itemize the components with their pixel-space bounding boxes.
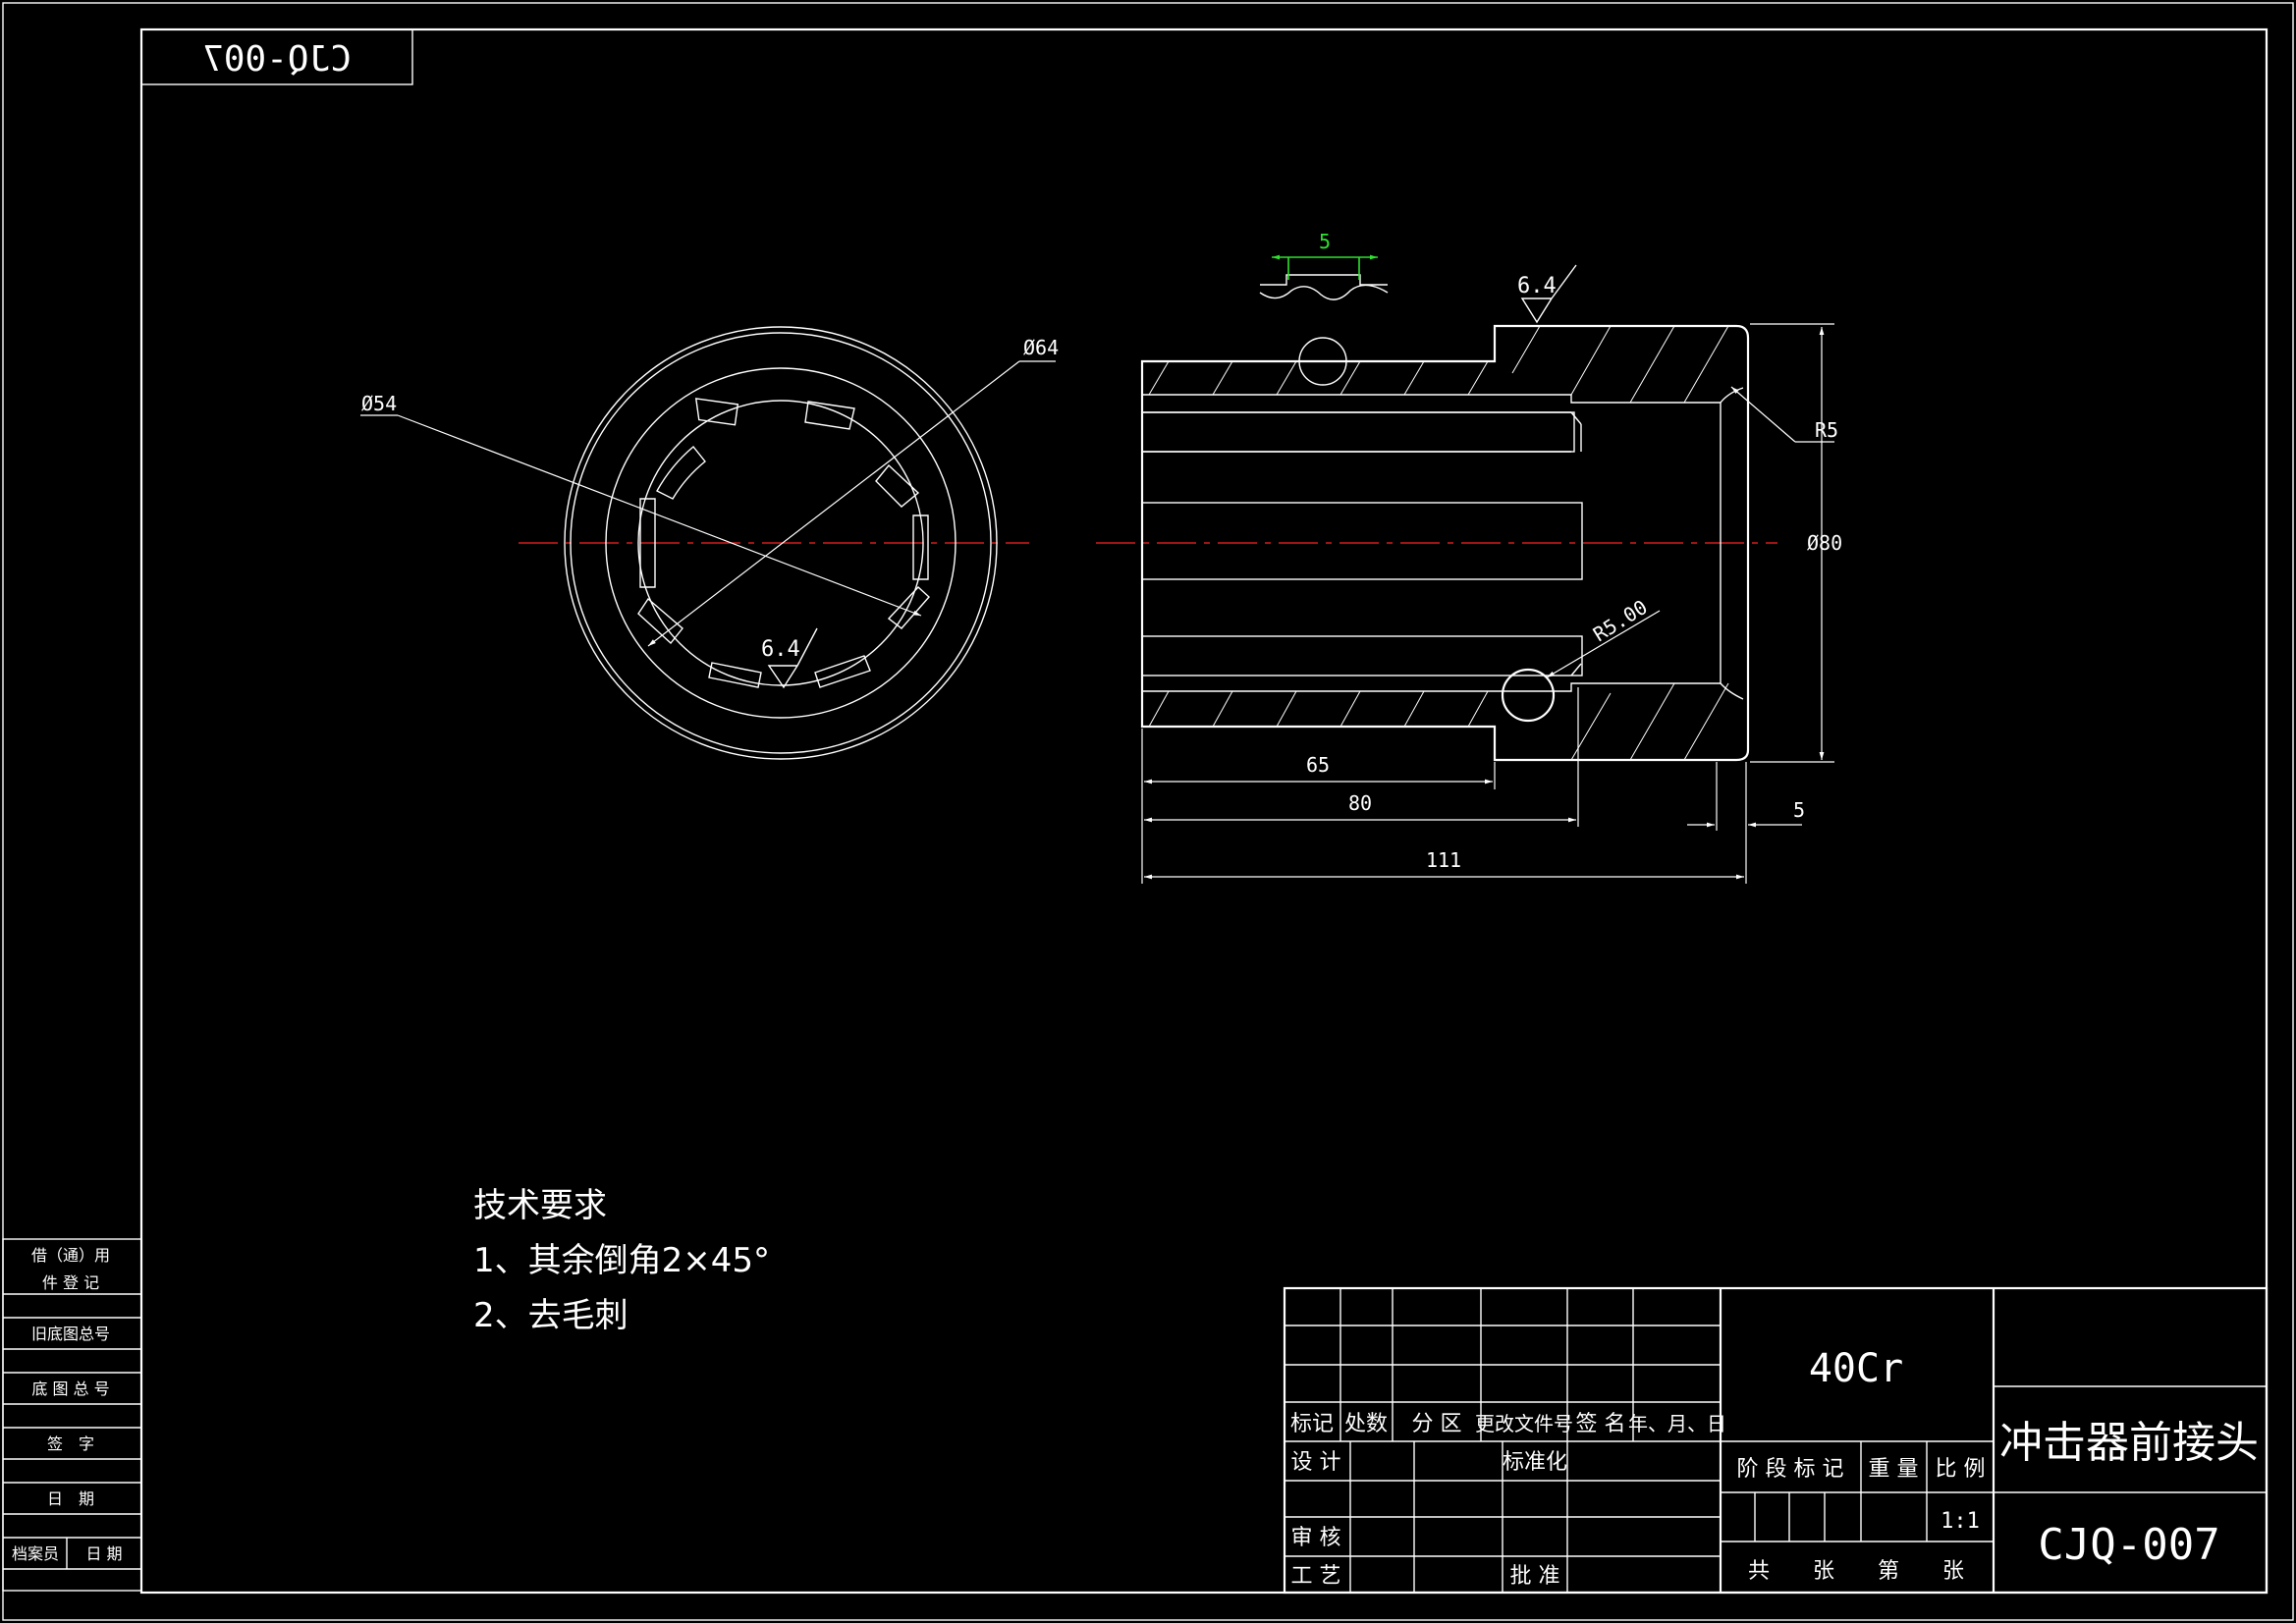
- dim-d54: Ø54: [361, 392, 397, 415]
- end-view-dimensions: Ø54 Ø64 6.4: [360, 336, 1059, 689]
- strip-register-label: 件 登 记: [42, 1273, 99, 1292]
- section-hatching: [1148, 325, 1729, 761]
- mirrored-code-box: CJQ-007: [140, 28, 413, 85]
- tb-count: 处数: [1344, 1412, 1388, 1436]
- strip-borrow-label: 借（通）用: [31, 1246, 110, 1265]
- tech-req-item-2: 2、去毛刺: [473, 1296, 629, 1335]
- tb-zone: 分 区: [1412, 1412, 1462, 1436]
- dim-keyway-5: 5: [1319, 230, 1331, 253]
- mirrored-code-text: CJQ-007: [202, 39, 352, 80]
- strip-archivist-label: 档案员: [12, 1544, 59, 1563]
- tb-stage-mark: 阶 段 标 记: [1737, 1457, 1844, 1482]
- dim-l5: 5: [1793, 798, 1805, 822]
- tb-part-code: CJQ-007: [2038, 1520, 2219, 1570]
- dim-d64: Ø64: [1023, 336, 1059, 359]
- section-view: [1140, 324, 1750, 762]
- roughness-symbol-front: [767, 627, 818, 689]
- section-view-dimensions: 6.4 R5 Ø80 R5.00 65 80 111 5: [1141, 264, 1842, 884]
- tb-material: 40Cr: [1809, 1346, 1903, 1391]
- tb-signature: 签 名: [1576, 1412, 1626, 1436]
- inner-frame: [139, 27, 2269, 1595]
- tb-date: 年、月、日: [1628, 1412, 1726, 1435]
- roughness-side: 6.4: [1517, 274, 1557, 298]
- tb-sheets: 共 张 第 张: [1748, 1559, 1964, 1584]
- tb-review: 审 核: [1291, 1526, 1341, 1550]
- dim-d80: Ø80: [1807, 531, 1842, 555]
- roughness-front: 6.4: [761, 637, 800, 662]
- technical-requirements: 技术要求 1、其余倒角2×45° 2、去毛刺: [473, 1186, 770, 1335]
- dim-r5-00: R5.00: [1589, 595, 1652, 646]
- keyway-detail: 5: [1259, 230, 1389, 300]
- left-side-strip: 借（通）用 件 登 记 旧底图总号 底 图 总 号 签 字 日 期 档案员 日 …: [2, 1238, 142, 1592]
- dim-l80: 80: [1348, 791, 1372, 815]
- tb-standardize: 标准化: [1503, 1450, 1567, 1475]
- strip-old-base-label: 旧底图总号: [31, 1325, 110, 1343]
- dim-l111: 111: [1426, 848, 1461, 872]
- end-view: [564, 326, 998, 760]
- tech-req-item-1: 1、其余倒角2×45°: [473, 1241, 770, 1280]
- tb-weight: 重 量: [1869, 1457, 1919, 1482]
- title-block: 标记 处数 分 区 更改文件号 签 名 年、月、日 设 计 标准化 审 核 工 …: [1283, 1286, 2269, 1595]
- tb-approve: 批 准: [1510, 1564, 1560, 1589]
- tech-req-title: 技术要求: [473, 1186, 607, 1225]
- tb-design: 设 计: [1291, 1450, 1341, 1475]
- tb-part-name: 冲击器前接头: [1999, 1418, 2259, 1468]
- strip-base-number-label: 底 图 总 号: [31, 1380, 109, 1398]
- strip-date-label: 日 期: [47, 1489, 94, 1508]
- tb-change-doc: 更改文件号: [1475, 1412, 1573, 1435]
- strip-archive-date-label: 日 期: [85, 1544, 122, 1563]
- tb-scale: 1:1: [1941, 1509, 1980, 1534]
- dim-r5: R5: [1815, 418, 1838, 442]
- roughness-symbol-side: [1520, 264, 1577, 324]
- tb-process: 工 艺: [1291, 1564, 1341, 1589]
- tb-scale-label: 比 例: [1936, 1457, 1986, 1482]
- tb-mark: 标记: [1290, 1412, 1334, 1436]
- dim-l65: 65: [1306, 753, 1330, 777]
- strip-signature-label: 签 字: [47, 1434, 94, 1453]
